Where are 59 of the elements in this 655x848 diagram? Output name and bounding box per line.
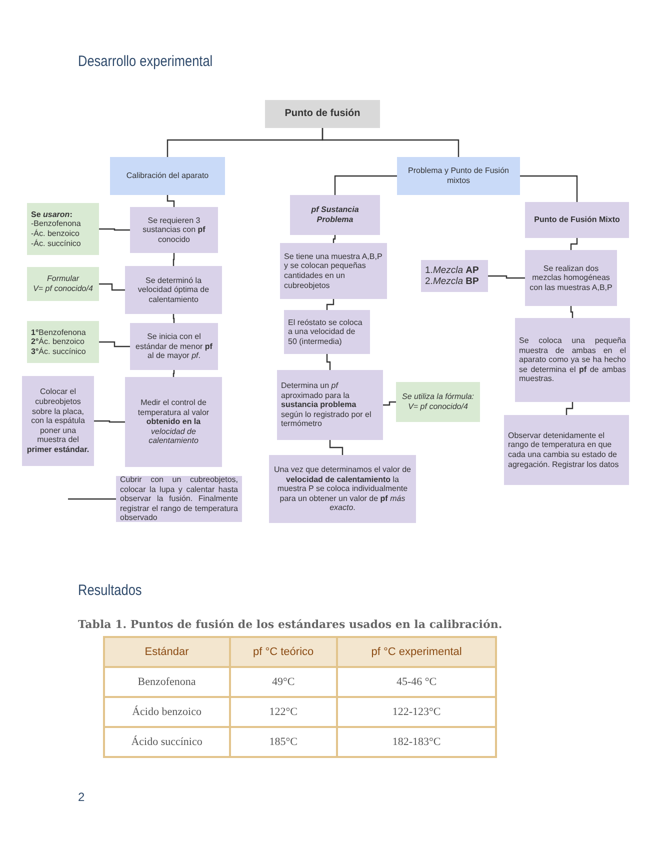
connector-line (172, 253, 175, 266)
process-box: Se realizan dos mezclas homogéneas con las muestras A,B,P (525, 250, 617, 306)
connector-line (99, 228, 130, 231)
table-cell: 182-183°C (337, 727, 496, 757)
table-cell: Ácido succínico (104, 727, 230, 757)
page-number: 2 (78, 790, 85, 804)
process-box: Se coloca una pequeña muestra de ambas en el aparato como ya se ha hecho se determina el pf de ambas muestras. (515, 318, 630, 402)
connector-line (566, 402, 574, 415)
formula-note-box: Se utiliza la fórmula: V= pf conocido/4 (396, 382, 480, 422)
note-box: 1°Benzofenona 2°Ác. benzoico 3°Ác. succínico (27, 321, 99, 363)
connector-line (68, 498, 116, 500)
section-heading: Resultados (78, 582, 142, 599)
table-cell: 185°C (230, 727, 338, 757)
connector-line (326, 299, 334, 310)
subheading-box: Punto de Fusión Mixto (525, 202, 629, 238)
note-box: 1.Mezcla AP 2.Mezcla BP (421, 260, 488, 292)
formula-note-box: Formular V= pf conocido/4 (27, 267, 99, 301)
process-box: Se requieren 3 sustancias con pf conocido (130, 207, 218, 253)
table-caption: Tabla 1. Puntos de fusión de los estándares usados en la calibración. (78, 618, 502, 631)
note-box: Se usaron: -Benzofenona -Ác. benzoico -Ác. succínico (27, 203, 99, 255)
process-box: Se tiene una muestra A,B,P y se colocan pequeñas cantidades en un cubreobjetos (280, 243, 387, 299)
process-box: Medir el control de temperatura al valor obtenido en la velocidad de calentamiento (125, 377, 222, 467)
connector-line (570, 238, 578, 250)
table-cell: 122°C (230, 697, 338, 727)
connector-line (329, 440, 344, 455)
process-box: Se determinó la velocidad óptima de calentamiento (125, 266, 222, 314)
branch-box: Calibración del aparato (110, 157, 225, 195)
table-cell: 45-46 °C (337, 667, 496, 697)
connector-line (488, 275, 525, 279)
column-header: Estándar (104, 637, 230, 667)
connector-line (172, 314, 175, 323)
connector-line (99, 283, 125, 291)
connector-line (520, 175, 578, 202)
table-cell: Ácido benzoico (104, 697, 230, 727)
column-header: pf °C teórico (230, 637, 338, 667)
process-box: Se inicia con el estándar de menor pf al de mayor pf. (130, 323, 218, 370)
process-box: Colocar el cubreobjetos sobre la placa, con la espátula poner una muestra del primer estándar. (22, 376, 94, 466)
process-box: Observar detenidamente el rango de temperatura en que cada una cambia su estado de agregación. Registrar los datos (504, 415, 629, 485)
branch-box: Problema y Punto de Fusión mixtos (397, 157, 520, 195)
title-box: Punto de fusión (265, 100, 380, 128)
section-heading: Desarrollo experimental (78, 53, 213, 70)
process-box: Determina un pf aproximado para la sustancia problema según lo registrado por el termómetro (277, 370, 383, 440)
connector-line (326, 354, 331, 370)
process-box: Cubrir con un cubreobjetos, colocar la lupa y calentar hasta observar la fusión. Finalmente registrar el rango de temperatura observado (116, 476, 242, 522)
connector-line (322, 128, 460, 157)
process-box: Una vez que determinamos el valor de velocidad de calentamiento la muestra P se coloca individualmente para un obtener un valor de pf más exacto. (269, 455, 416, 523)
connector-line (99, 341, 130, 348)
connector-line (570, 306, 574, 318)
process-box: El reóstato se coloca a una velocidad de 50 (intermedia) (284, 310, 370, 354)
connector-line (334, 175, 397, 195)
subheading-box: pf Sustancia Problema (290, 195, 380, 235)
connector-line (166, 195, 175, 207)
connector-line (383, 401, 396, 406)
table-cell: Benzofenona (104, 667, 230, 697)
table-cell: 49°C (230, 667, 338, 697)
connector-line (332, 235, 336, 243)
table-cell: 122-123°C (337, 697, 496, 727)
column-header: pf °C experimental (337, 637, 496, 667)
connector-line (94, 420, 125, 423)
